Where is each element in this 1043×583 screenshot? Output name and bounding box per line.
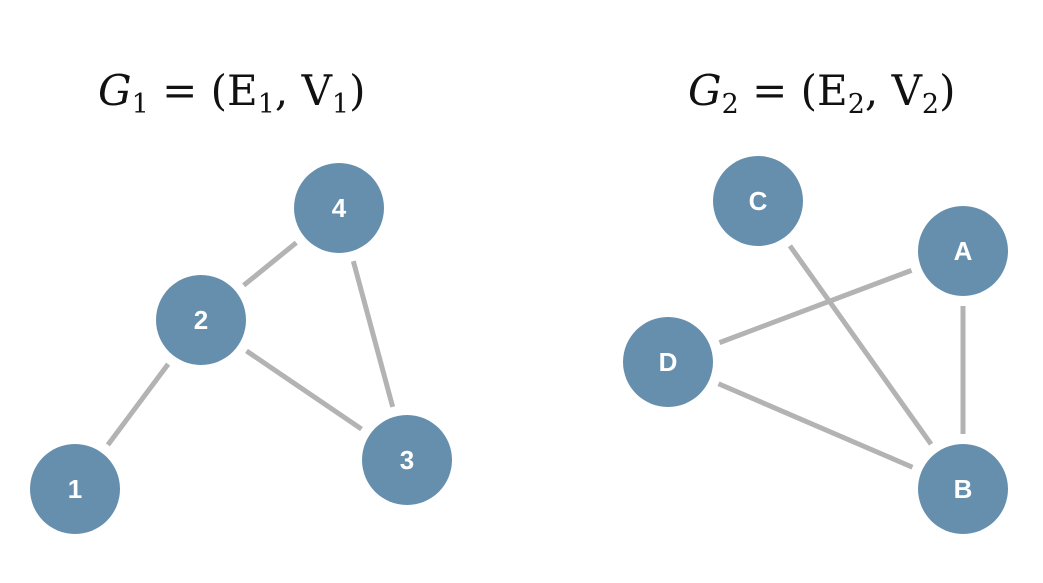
node-label: 4 <box>332 193 347 223</box>
node-circle <box>30 444 120 534</box>
node-C: C <box>713 156 803 246</box>
node-circle <box>156 275 246 365</box>
node-label: 1 <box>68 474 82 504</box>
node-label: 3 <box>400 445 414 475</box>
node-B: B <box>918 444 1008 534</box>
node-label: C <box>749 186 768 216</box>
edge-2-4 <box>242 240 298 288</box>
node-2: 2 <box>156 275 246 365</box>
node-circle <box>294 163 384 253</box>
graph-2-title: G2 = (E2, V2) <box>688 66 956 120</box>
node-label: B <box>954 474 973 504</box>
edge-D-A <box>718 268 913 345</box>
edge-D-B <box>717 381 914 470</box>
node-label: 2 <box>194 305 208 335</box>
node-circle <box>713 156 803 246</box>
node-3: 3 <box>362 415 452 505</box>
node-circle <box>623 317 713 407</box>
edge-C-B <box>787 244 934 446</box>
node-circle <box>918 444 1008 534</box>
node-4: 4 <box>294 163 384 253</box>
edge-2-3 <box>245 348 363 432</box>
node-circle <box>918 206 1008 296</box>
edge-4-3 <box>350 260 396 408</box>
node-label: A <box>954 236 973 266</box>
node-circle <box>362 415 452 505</box>
graph-1-title: G1 = (E1, V1) <box>98 66 366 120</box>
node-label: D <box>659 347 678 377</box>
edge-1-2 <box>105 362 171 447</box>
edges-layer <box>105 240 966 470</box>
node-D: D <box>623 317 713 407</box>
node-A: A <box>918 206 1008 296</box>
node-1: 1 <box>30 444 120 534</box>
nodes-layer: 1 2 3 4 C A D B <box>30 156 1008 534</box>
